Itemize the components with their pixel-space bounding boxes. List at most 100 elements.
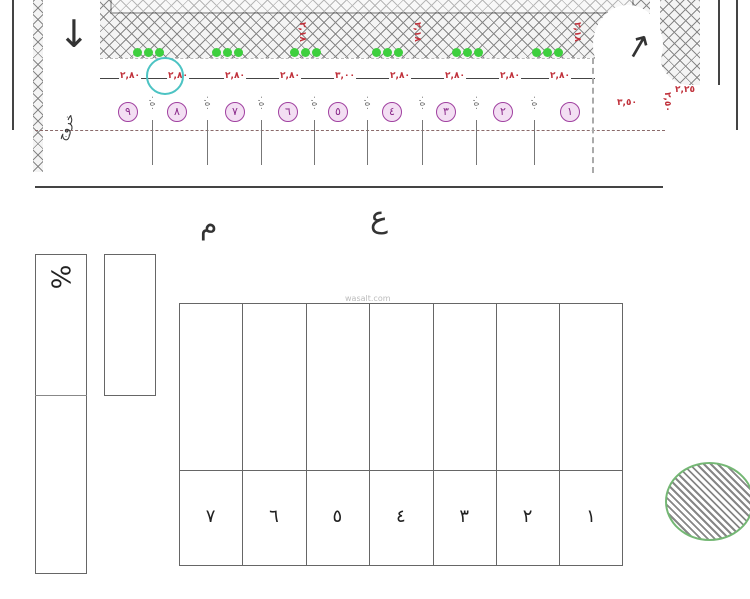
corner-vertical-label: ٢,٥٠ xyxy=(662,92,672,112)
planter-dots xyxy=(452,48,483,57)
planter-dots xyxy=(133,48,164,57)
turn-area xyxy=(593,5,663,85)
table-column-divider xyxy=(496,303,497,566)
outer-wall-far-right xyxy=(736,0,738,130)
column-line xyxy=(314,120,315,165)
planter-dot xyxy=(212,48,221,57)
planter-dot xyxy=(383,48,392,57)
planter-dots xyxy=(532,48,563,57)
planter-dot xyxy=(301,48,310,57)
outer-wall-left xyxy=(12,0,14,130)
percent-label: % xyxy=(44,264,75,290)
spot-number: ٩ xyxy=(118,102,138,122)
vertical-dimension-label: ٢,١٨ xyxy=(297,22,307,42)
building-edge xyxy=(110,0,634,14)
column-line xyxy=(367,120,368,165)
planter-dot xyxy=(394,48,403,57)
planter-dot xyxy=(543,48,552,57)
planter-dot xyxy=(463,48,472,57)
spot-number: ٧ xyxy=(225,102,245,122)
spot-number: ٢ xyxy=(493,102,513,122)
planter-dot xyxy=(554,48,563,57)
turn-width-label: ٣,٥٠ xyxy=(616,98,638,108)
table-number: ٧ xyxy=(205,506,216,527)
table-number: ٢ xyxy=(522,506,533,527)
planter-dot xyxy=(144,48,153,57)
planter-dot xyxy=(452,48,461,57)
dimension-label: ٢,٨٠ xyxy=(444,71,466,81)
logo-seal xyxy=(665,462,750,541)
dimension-label: ٢,٨٠ xyxy=(549,71,571,81)
planter-dot xyxy=(532,48,541,57)
landscape-strip-hatch xyxy=(100,0,650,58)
column-label: ٠,٥٠ xyxy=(530,95,539,111)
heading-left: م xyxy=(200,208,218,241)
curb-line xyxy=(100,58,595,59)
down-arrow-icon: ↓ xyxy=(58,12,90,56)
heading-right: ع xyxy=(370,200,388,235)
dimension-label: ٣,٠٠ xyxy=(334,71,356,81)
table-column-divider xyxy=(432,303,434,566)
column-line xyxy=(534,120,535,165)
vertical-dimension-label: ٢,١٨ xyxy=(412,22,422,42)
spot-number: ٣ xyxy=(436,102,456,122)
dimension-label: ٢,٨٠ xyxy=(389,71,411,81)
divider xyxy=(35,395,87,396)
percent-column xyxy=(35,254,87,574)
column-label: ٠,٥٠ xyxy=(257,95,266,111)
column-label: ٠,٥٠ xyxy=(363,95,372,111)
table-number: ٣ xyxy=(459,506,470,527)
planter-dot xyxy=(234,48,243,57)
table-number: ٥ xyxy=(332,506,343,527)
planter-dots xyxy=(212,48,243,57)
left-wall-hatch xyxy=(33,0,43,172)
table-number: ١ xyxy=(586,506,596,527)
summary-table xyxy=(179,303,623,566)
table-row-divider xyxy=(179,470,623,471)
planter-dot xyxy=(155,48,164,57)
spot-number: ٦ xyxy=(278,102,298,122)
column-line xyxy=(207,120,208,165)
column-line xyxy=(261,120,262,165)
table-column-divider xyxy=(305,303,307,566)
table-column-divider xyxy=(242,303,244,566)
planter-dot xyxy=(372,48,381,57)
planter-dot xyxy=(223,48,232,57)
column-label: ٠,٥٠ xyxy=(148,95,157,111)
watermark: wasalt.com xyxy=(345,294,391,303)
outer-wall-right xyxy=(718,0,720,85)
highlight-circle xyxy=(146,57,184,95)
exit-label: خروج xyxy=(54,111,78,143)
spot-number: ٤ xyxy=(382,102,402,122)
planter-dots xyxy=(372,48,403,57)
column-label: ٠,٥٠ xyxy=(472,95,481,111)
planter-dot xyxy=(290,48,299,57)
column-label: ٠,٥٠ xyxy=(203,95,212,111)
planter-dot xyxy=(312,48,321,57)
planter-dots xyxy=(290,48,321,57)
boundary-dashed xyxy=(592,58,594,173)
spot-number: ٥ xyxy=(328,102,348,122)
dimension-label: ٢,٨٠ xyxy=(499,71,521,81)
blank-column xyxy=(104,254,156,396)
spot-number: ٨ xyxy=(167,102,187,122)
planter-dot xyxy=(133,48,142,57)
column-label: ٠,٥٠ xyxy=(418,95,427,111)
corner-label: ٢,٢٥ xyxy=(674,85,696,95)
column-label: ٠,٥٠ xyxy=(310,95,319,111)
dimension-label: ٢,٨٠ xyxy=(279,71,301,81)
spot-number: ١ xyxy=(560,102,580,122)
planter-dot xyxy=(474,48,483,57)
right-wall-hatch xyxy=(660,0,700,85)
parking-edge-dashed xyxy=(35,130,665,131)
vertical-dimension-label: ٢,١٨ xyxy=(572,22,582,42)
dimension-label: ٢,٨٠ xyxy=(119,71,141,81)
table-column-divider xyxy=(369,303,371,566)
street-line xyxy=(35,186,663,188)
dimension-label: ٢,٨٠ xyxy=(224,71,246,81)
table-number: ٦ xyxy=(269,506,279,527)
table-column-divider xyxy=(559,303,561,566)
column-line xyxy=(152,120,153,165)
column-line xyxy=(422,120,423,165)
column-line xyxy=(476,120,477,165)
